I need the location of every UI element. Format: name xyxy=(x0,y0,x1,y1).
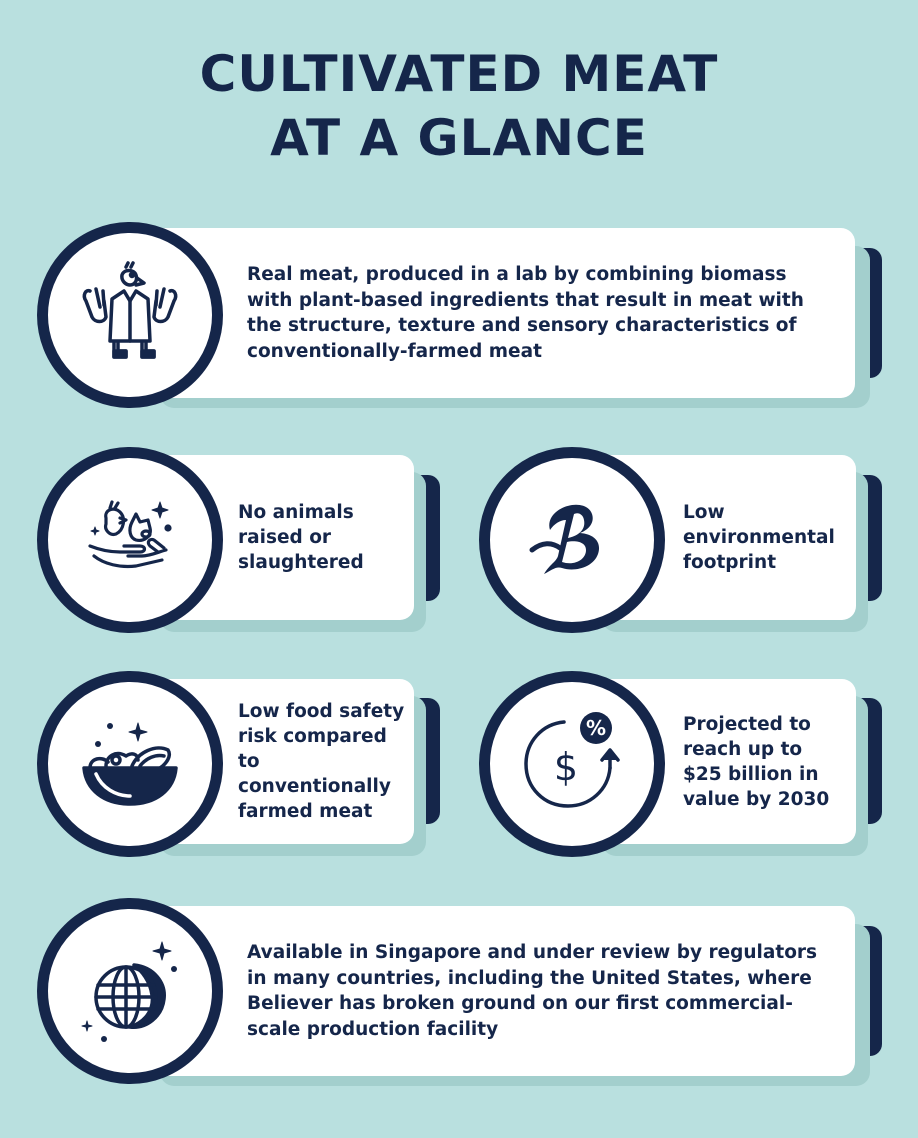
card-no-animals-text: No animals raised or slaughtered xyxy=(238,502,364,573)
title-line-1: CULTIVATED MEAT xyxy=(199,45,719,103)
card-lab-meat-text: Real meat, produced in a lab by combinin… xyxy=(247,264,804,362)
dollar-sign: $ xyxy=(554,745,578,789)
circle-projection: $ % xyxy=(479,671,665,857)
card-environment-text: Low environmental footprint xyxy=(683,502,835,573)
scientist-chicken-icon xyxy=(82,261,178,359)
card-food-safety-text: Low food safety risk compared to convent… xyxy=(238,701,405,822)
globe-moon-icon xyxy=(81,941,177,1042)
card-projection-text: Projected to reach up to $25 billion in … xyxy=(683,713,830,810)
percent-sign: % xyxy=(586,716,606,740)
card-availability: Available in Singapore and under review … xyxy=(150,906,855,1076)
believer-b-logo xyxy=(529,504,600,574)
title-line-2: AT A GLANCE xyxy=(270,109,648,167)
food-bowl-icon xyxy=(82,722,178,806)
card-lab-meat: Real meat, produced in a lab by combinin… xyxy=(150,228,855,398)
circle-no-animals xyxy=(37,447,223,633)
circle-availability xyxy=(37,898,223,1084)
circle-environment xyxy=(479,447,665,633)
circle-food-safety xyxy=(37,671,223,857)
page-title: CULTIVATED MEAT AT A GLANCE xyxy=(0,42,918,170)
circle-lab-meat xyxy=(37,222,223,408)
dollar-growth-icon: $ % xyxy=(524,712,620,808)
hands-holding-animals-icon xyxy=(88,500,172,569)
card-availability-text: Available in Singapore and under review … xyxy=(247,942,818,1040)
